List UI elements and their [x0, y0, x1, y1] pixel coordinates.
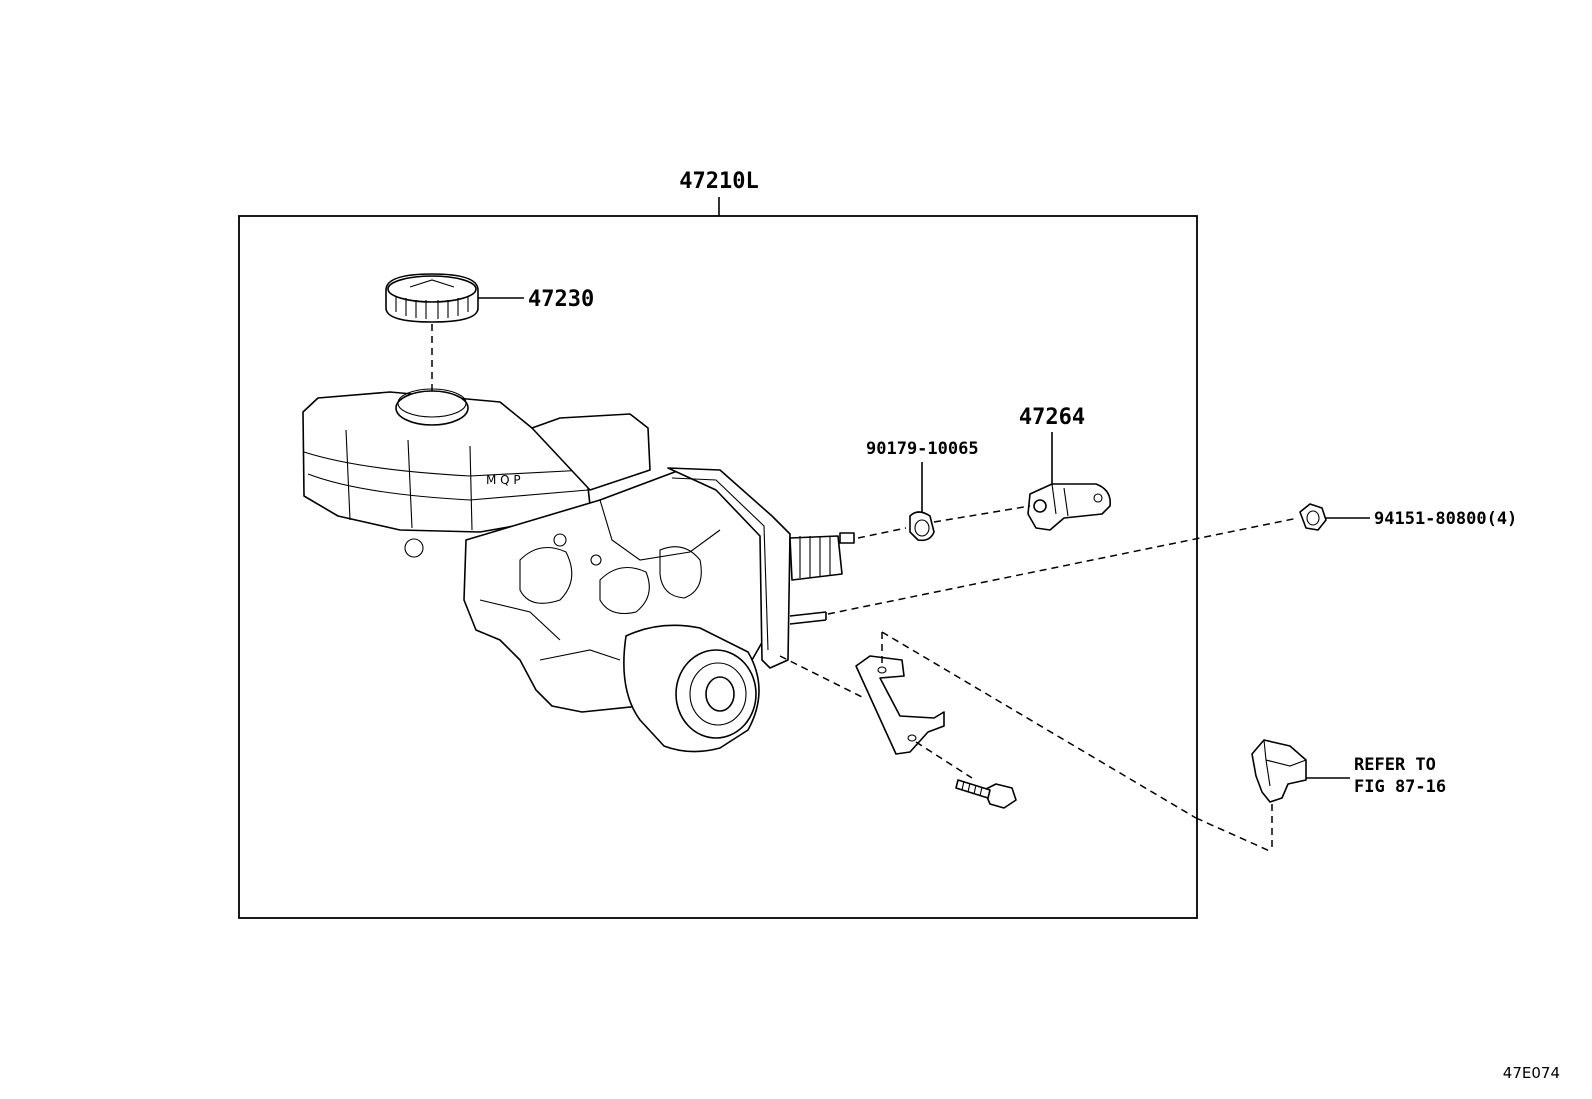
nut-install-line	[827, 517, 1299, 615]
reference-note-line1: REFER TO	[1354, 755, 1436, 775]
clevis-install-line	[933, 505, 1031, 523]
reference-note-line2: FIG 87-16	[1354, 777, 1446, 797]
harness-clamp-icon[interactable]	[1251, 739, 1307, 803]
bracket-mount-line	[779, 655, 865, 699]
reservoir-cap-icon[interactable]	[385, 273, 479, 323]
clamp-install-line-b	[1195, 817, 1273, 853]
clevis-icon[interactable]	[1027, 483, 1112, 531]
bolt-install-line	[915, 741, 973, 779]
brake-actuator-assembly-icon[interactable]: M Q P	[302, 388, 855, 753]
pin-icon[interactable]	[909, 511, 935, 542]
reservoir-cap-part-number[interactable]: 47230	[528, 287, 594, 312]
assembly-frame	[238, 215, 1198, 919]
figure-code: 47E074	[1503, 1064, 1560, 1082]
assembly-part-number[interactable]: 47210L	[679, 169, 758, 194]
nut-icon[interactable]	[1299, 503, 1327, 531]
svg-text:M Q P: M Q P	[486, 473, 521, 487]
push-rod-install-line	[857, 527, 907, 539]
clevis-part-number[interactable]: 47264	[1019, 405, 1085, 430]
clamp-install-line-a	[881, 631, 1197, 819]
bolt-icon[interactable]	[955, 779, 1017, 809]
nut-part-number[interactable]: 94151-80800(4)	[1374, 509, 1517, 529]
pin-part-number[interactable]: 90179-10065	[866, 439, 979, 459]
bracket-icon[interactable]	[855, 655, 945, 755]
